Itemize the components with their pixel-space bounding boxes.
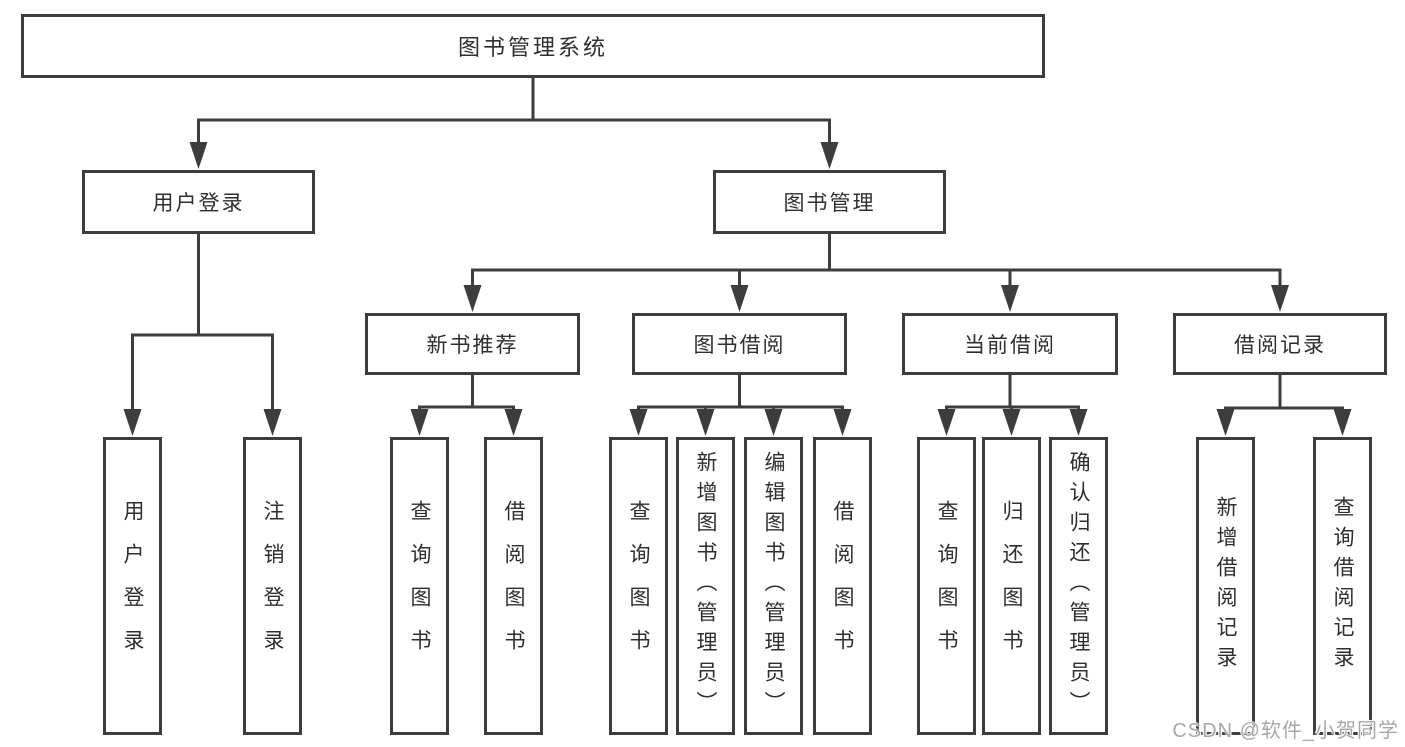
node-add-borrow-record-label: 新增借阅记录: [1214, 496, 1237, 676]
node-confirm-return-admin-label: 确认归还（管理员）: [1067, 451, 1090, 721]
node-borrow-books-action-label: 借阅图书: [831, 500, 854, 672]
node-current-borrow: 当前借阅: [902, 313, 1118, 375]
node-logout-action-label: 注销登录: [261, 500, 284, 672]
node-edit-books-admin: 编辑图书（管理员）: [744, 437, 803, 735]
node-add-books-admin-label: 新增图书（管理员）: [694, 451, 717, 721]
node-user-login: 用户登录: [82, 170, 315, 234]
node-query-books-current: 查询图书: [917, 437, 976, 735]
node-new-book-recommend: 新书推荐: [365, 313, 580, 375]
node-query-books-recommend-label: 查询图书: [408, 500, 431, 672]
node-add-books-admin: 新增图书（管理员）: [676, 437, 735, 735]
node-new-book-recommend-label: 新书推荐: [426, 334, 519, 357]
node-edit-books-admin-label: 编辑图书（管理员）: [762, 451, 785, 721]
node-root: 图书管理系统: [21, 14, 1045, 78]
node-user-login-label: 用户登录: [152, 192, 245, 215]
node-return-books: 归还图书: [982, 437, 1041, 735]
node-book-borrow-label: 图书借阅: [693, 334, 786, 357]
node-book-borrow: 图书借阅: [632, 313, 847, 375]
node-book-management: 图书管理: [713, 170, 946, 234]
node-query-books-borrow-label: 查询图书: [627, 500, 650, 672]
node-add-borrow-record: 新增借阅记录: [1196, 437, 1255, 735]
node-borrow-books-recommend-label: 借阅图书: [502, 500, 525, 672]
node-borrow-records: 借阅记录: [1173, 313, 1387, 375]
node-confirm-return-admin: 确认归还（管理员）: [1049, 437, 1108, 735]
node-current-borrow-label: 当前借阅: [964, 334, 1056, 357]
node-query-books-recommend: 查询图书: [390, 437, 449, 735]
node-login-action-label: 用户登录: [121, 500, 144, 672]
node-query-books-current-label: 查询图书: [935, 500, 958, 672]
node-book-management-label: 图书管理: [783, 192, 876, 215]
node-borrow-books-recommend: 借阅图书: [484, 437, 543, 735]
node-login-action: 用户登录: [103, 437, 162, 735]
node-borrow-books-action: 借阅图书: [813, 437, 872, 735]
node-query-borrow-record-label: 查询借阅记录: [1331, 496, 1354, 676]
watermark: CSDN @软件_小贺同学: [1172, 720, 1399, 742]
node-logout-action: 注销登录: [243, 437, 302, 735]
node-borrow-records-label: 借阅记录: [1234, 334, 1326, 357]
node-query-borrow-record: 查询借阅记录: [1313, 437, 1372, 735]
node-query-books-borrow: 查询图书: [609, 437, 668, 735]
node-root-label: 图书管理系统: [457, 35, 608, 60]
node-return-books-label: 归还图书: [1000, 500, 1023, 672]
